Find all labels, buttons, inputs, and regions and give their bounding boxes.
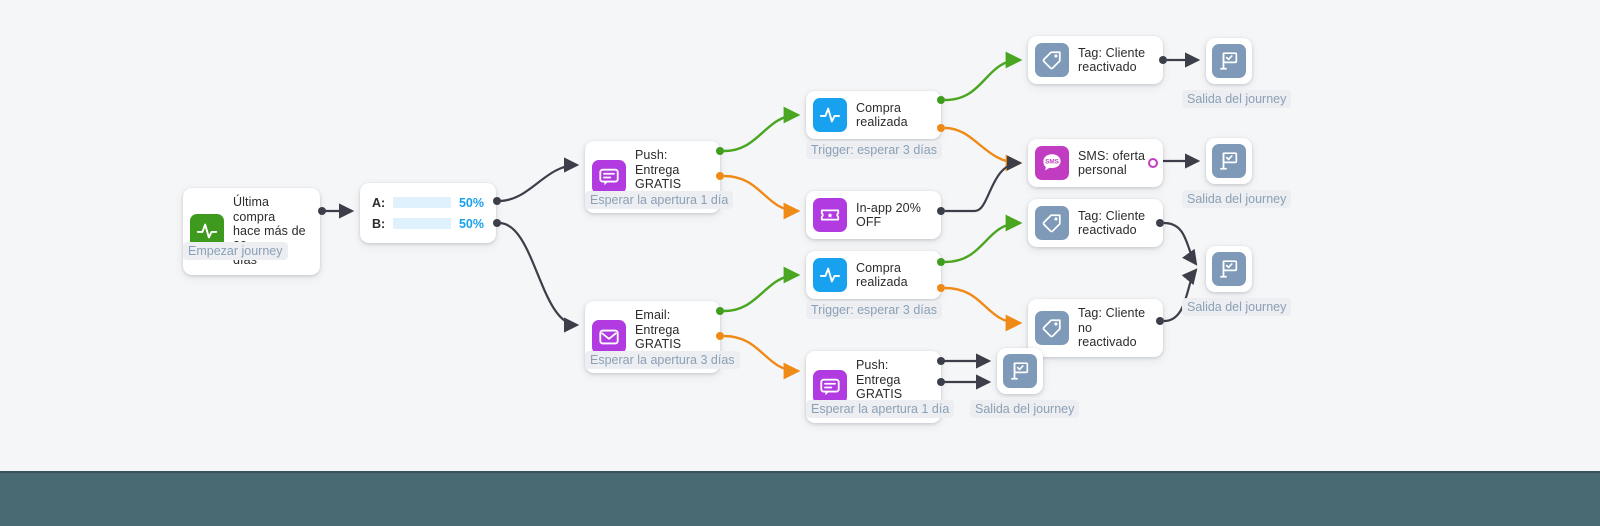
port-push2-out-top[interactable] xyxy=(937,357,945,365)
abtest-row-b[interactable]: B: 50% xyxy=(372,213,484,234)
node-tag3-label: Tag: Cliente no reactivado xyxy=(1078,306,1146,349)
tag-icon xyxy=(1035,43,1069,77)
node-tag1[interactable]: Tag: Cliente reactivado xyxy=(1028,36,1163,84)
edge-push1-to-inapp xyxy=(723,174,801,220)
node-sms[interactable]: SMS SMS: oferta personal xyxy=(1028,139,1163,187)
exit-flag-icon xyxy=(1212,252,1246,286)
caption-purchase1: Trigger: esperar 3 días xyxy=(806,141,942,159)
push-icon xyxy=(592,160,626,194)
abtest-key-a: A: xyxy=(372,195,386,210)
caption-exit3: Salida del journey xyxy=(1182,298,1292,316)
ticket-icon xyxy=(813,198,847,232)
edge-email1-to-purchase2 xyxy=(723,266,801,313)
edge-abtest-a-to-push1 xyxy=(498,157,580,203)
edge-purchase2-to-tag3 xyxy=(944,286,1023,332)
node-purchase1[interactable]: Compra realizada xyxy=(806,91,941,139)
exit-flag-icon xyxy=(1212,144,1246,178)
port-email1-out-orange[interactable] xyxy=(716,332,724,340)
node-abtest[interactable]: A: 50% B: 50% xyxy=(360,183,496,243)
caption-exit1: Salida del journey xyxy=(1182,90,1292,108)
node-purchase1-label: Compra realizada xyxy=(856,100,908,130)
edge-purchase1-to-tag1 xyxy=(944,51,1023,102)
edge-inapp-to-sms xyxy=(945,155,1023,213)
abtest-percent-a: 50% xyxy=(458,195,484,210)
sms-icon: SMS xyxy=(1035,146,1069,180)
node-tag2-label: Tag: Cliente reactivado xyxy=(1078,208,1146,238)
node-purchase2[interactable]: Compra realizada xyxy=(806,251,941,299)
node-inapp[interactable]: In-app 20% OFF xyxy=(806,191,941,239)
pulse-icon xyxy=(813,98,847,132)
port-start-out[interactable] xyxy=(318,207,326,215)
port-email1-out-green[interactable] xyxy=(716,307,724,315)
svg-text:SMS: SMS xyxy=(1045,159,1060,166)
port-purchase1-out-orange[interactable] xyxy=(937,124,945,132)
caption-push2: Esperar la apertura 1 día xyxy=(806,400,955,418)
abtest-key-b: B: xyxy=(372,216,386,231)
port-purchase1-out-green[interactable] xyxy=(937,96,945,104)
abtest-percent-b: 50% xyxy=(458,216,484,231)
port-push1-out-orange[interactable] xyxy=(716,172,724,180)
port-sms-out[interactable] xyxy=(1148,158,1158,168)
port-inapp-out[interactable] xyxy=(937,207,945,215)
tag-icon xyxy=(1035,310,1069,345)
exit-flag-icon xyxy=(1212,44,1246,78)
port-tag3-out[interactable] xyxy=(1156,317,1164,325)
port-push2-out-bottom[interactable] xyxy=(937,378,945,386)
abtest-row-a[interactable]: A: 50% xyxy=(372,192,484,213)
node-inapp-label: In-app 20% OFF xyxy=(856,200,921,230)
bottom-bar xyxy=(0,471,1600,526)
edge-push1-to-purchase1 xyxy=(723,106,801,153)
port-tag1-out[interactable] xyxy=(1159,56,1167,64)
node-exit3[interactable] xyxy=(1206,246,1252,292)
node-start[interactable]: Última compra hace más de 30 días xyxy=(183,188,320,275)
node-exit2[interactable] xyxy=(1206,138,1252,184)
edge-tag2-to-exit3 xyxy=(1163,221,1198,266)
edge-abtest-b-to-email1 xyxy=(498,221,580,333)
node-exit4[interactable] xyxy=(997,348,1043,394)
edge-purchase1-to-sms xyxy=(944,126,1023,172)
port-purchase2-out-orange[interactable] xyxy=(937,284,945,292)
node-tag2[interactable]: Tag: Cliente reactivado xyxy=(1028,199,1163,247)
push-icon xyxy=(813,370,847,404)
caption-start: Empezar journey xyxy=(183,242,288,260)
port-push1-out-green[interactable] xyxy=(716,147,724,155)
caption-push1: Esperar la apertura 1 día xyxy=(585,191,734,209)
abtest-bar-b xyxy=(393,218,451,229)
exit-flag-icon xyxy=(1003,354,1037,388)
node-purchase2-label: Compra realizada xyxy=(856,260,908,290)
edge-purchase2-to-tag2 xyxy=(944,214,1023,264)
node-exit1[interactable] xyxy=(1206,38,1252,84)
caption-email1: Esperar la apertura 3 días xyxy=(585,351,740,369)
node-sms-label: SMS: oferta personal xyxy=(1078,148,1146,178)
email-icon xyxy=(592,320,626,354)
tag-icon xyxy=(1035,206,1069,240)
node-tag1-label: Tag: Cliente reactivado xyxy=(1078,45,1146,75)
abtest-bar-a xyxy=(393,197,451,208)
port-abtest-out-b[interactable] xyxy=(493,219,501,227)
caption-exit4: Salida del journey xyxy=(970,400,1080,418)
caption-exit2: Salida del journey xyxy=(1182,190,1292,208)
journey-canvas[interactable]: Última compra hace más de 30 días Empeza… xyxy=(0,0,1600,471)
port-abtest-out-a[interactable] xyxy=(493,197,501,205)
caption-purchase2: Trigger: esperar 3 días xyxy=(806,301,942,319)
pulse-icon xyxy=(813,258,847,292)
port-tag2-out[interactable] xyxy=(1156,219,1164,227)
port-purchase2-out-green[interactable] xyxy=(937,258,945,266)
node-tag3[interactable]: Tag: Cliente no reactivado xyxy=(1028,299,1163,357)
